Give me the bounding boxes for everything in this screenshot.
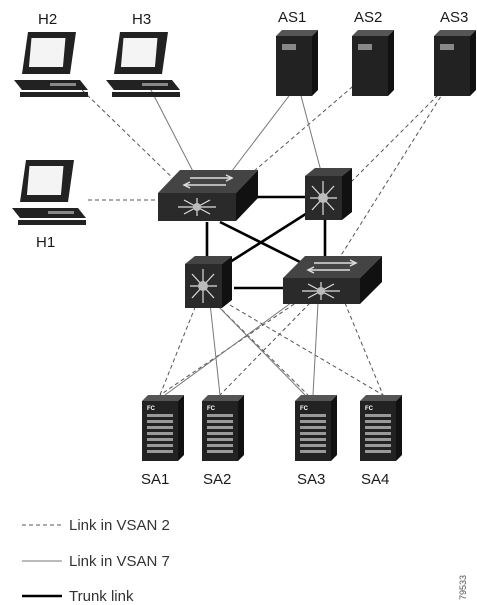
trunk-links bbox=[205, 195, 327, 290]
link-as3-switch-d bbox=[334, 84, 449, 266]
link-h3-switch-a bbox=[149, 87, 201, 186]
link-switch-d-sa2 bbox=[219, 302, 311, 396]
label-as3: AS3 bbox=[440, 9, 468, 26]
fc-badge: FC bbox=[147, 406, 156, 412]
label-h2: H2 bbox=[38, 11, 57, 28]
storage-sa2: FC bbox=[202, 395, 244, 461]
link-switch-d-sa3 bbox=[312, 302, 319, 396]
switch-a bbox=[158, 170, 258, 221]
server-as1 bbox=[276, 30, 318, 96]
link-switch-d-sa4 bbox=[344, 302, 384, 396]
label-h3: H3 bbox=[132, 11, 151, 28]
link-as1-switch-a bbox=[224, 87, 296, 181]
link-h2-switch-a bbox=[81, 89, 186, 191]
switch-b bbox=[305, 168, 352, 220]
label-as2: AS2 bbox=[354, 9, 382, 26]
label-sa3: SA3 bbox=[297, 471, 325, 488]
link-as3-switch-b bbox=[344, 84, 449, 189]
host-h2 bbox=[14, 32, 88, 97]
link-switch-c-sa3 bbox=[214, 302, 306, 396]
legend-vsan7-label: Link in VSAN 7 bbox=[69, 553, 170, 570]
label-sa4: SA4 bbox=[361, 471, 389, 488]
label-h1: H1 bbox=[36, 234, 55, 251]
server-as2 bbox=[352, 30, 394, 96]
server-as3 bbox=[434, 30, 476, 96]
storage-sa4: FC bbox=[360, 395, 402, 461]
host-h3 bbox=[106, 32, 180, 97]
label-sa2: SA2 bbox=[203, 471, 231, 488]
link-switch-c-sa4 bbox=[217, 297, 384, 396]
fc-badge: FC bbox=[365, 406, 374, 412]
legend: Link in VSAN 2 Link in VSAN 7 Trunk link bbox=[22, 517, 170, 605]
fc-badge: FC bbox=[207, 406, 216, 412]
link-switch-d-sa1 bbox=[164, 299, 296, 396]
storage-sa1: FC bbox=[142, 395, 184, 461]
host-h1 bbox=[12, 160, 86, 225]
vsan7-links bbox=[149, 87, 323, 396]
switch-d bbox=[283, 256, 382, 304]
figure-id: 79533 bbox=[458, 575, 468, 600]
switch-c bbox=[185, 256, 232, 308]
storage-sa3: FC bbox=[295, 395, 337, 461]
label-as1: AS1 bbox=[278, 9, 306, 26]
trunk-b-c bbox=[229, 208, 313, 264]
legend-vsan2-label: Link in VSAN 2 bbox=[69, 517, 170, 534]
fc-badge: FC bbox=[300, 406, 309, 412]
legend-trunk-label: Trunk link bbox=[69, 588, 134, 605]
label-sa1: SA1 bbox=[141, 471, 169, 488]
link-switch-c-sa2 bbox=[209, 302, 221, 396]
link-switch-c-sa1 bbox=[159, 299, 199, 396]
link-as1-switch-b bbox=[299, 91, 323, 176]
